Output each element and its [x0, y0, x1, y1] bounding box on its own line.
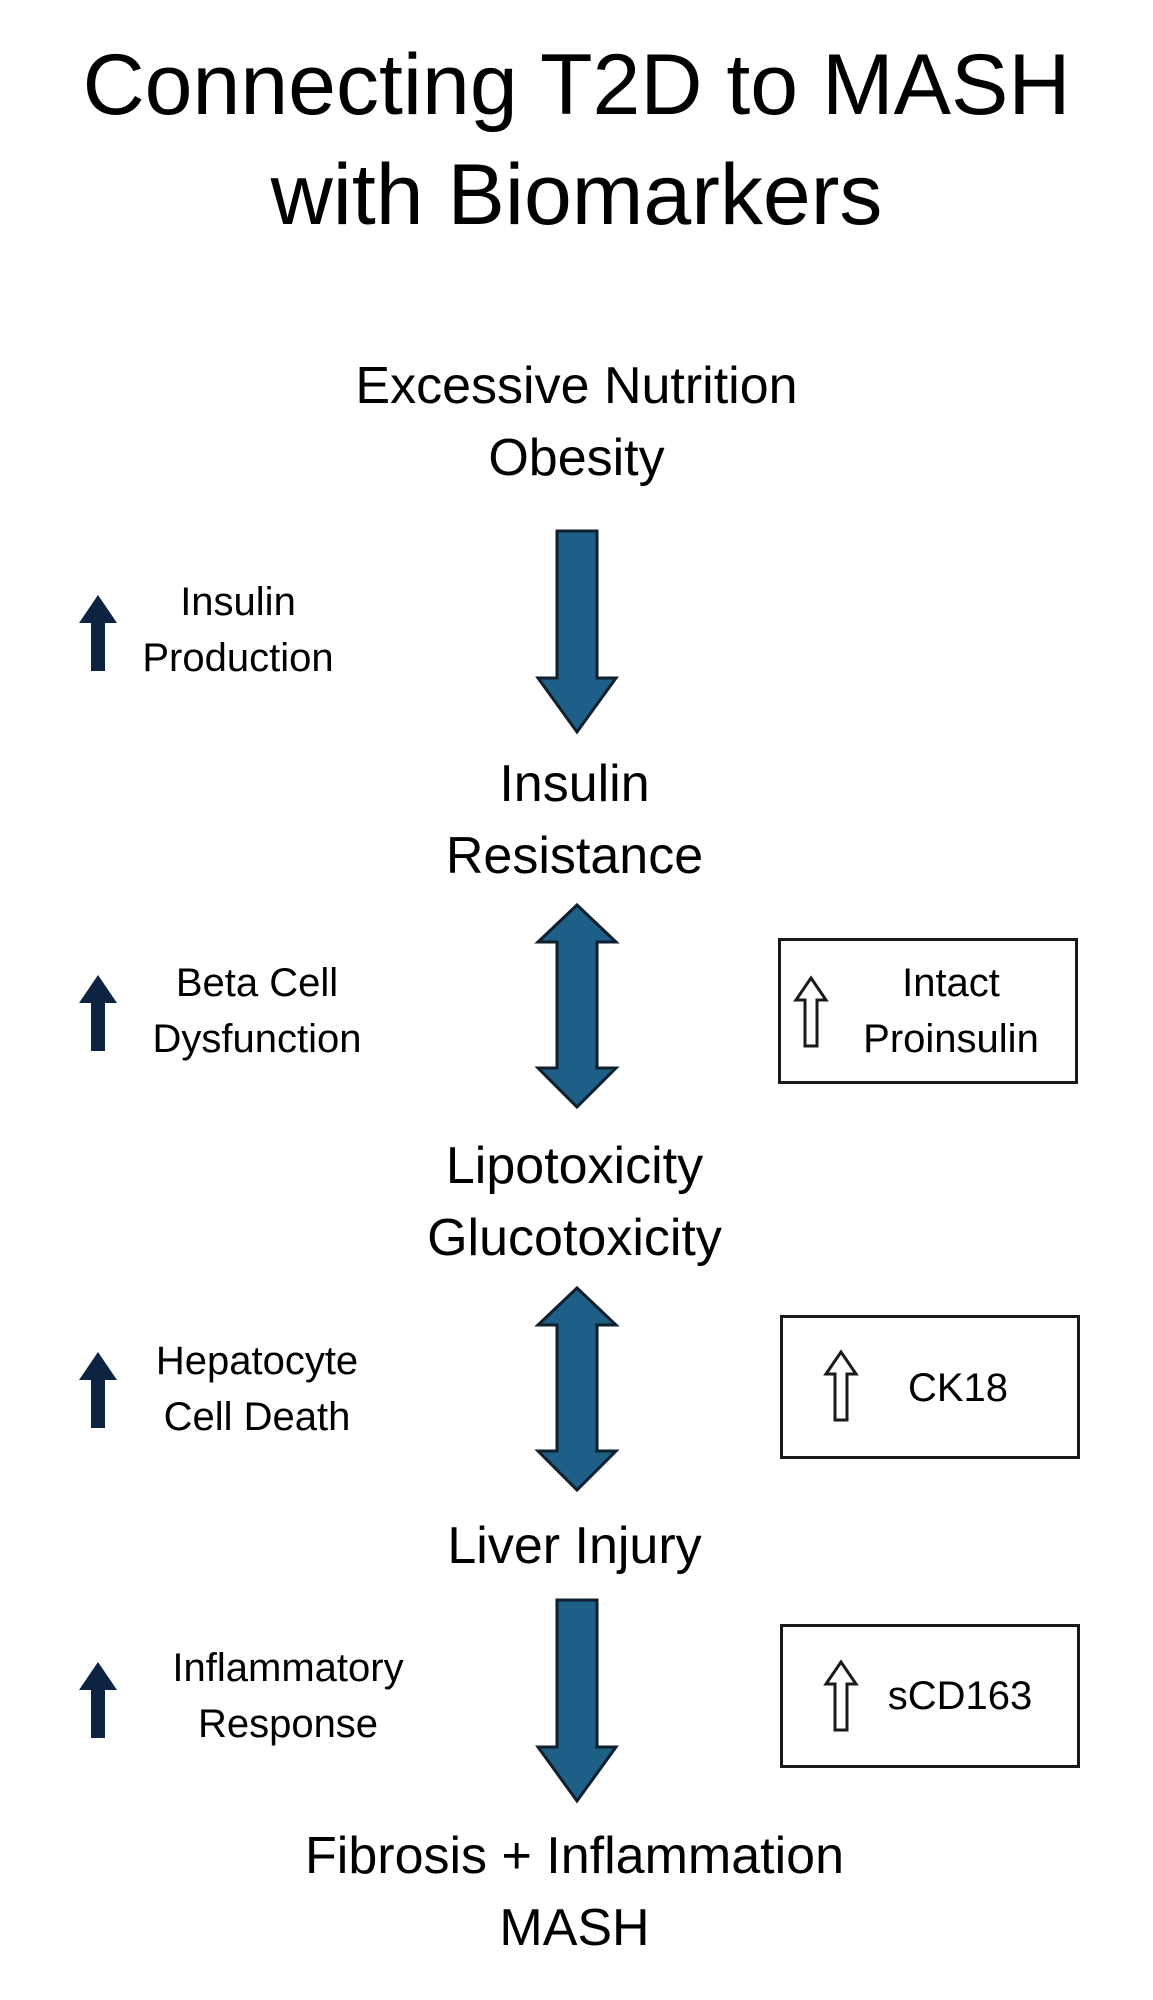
process-line: Dysfunction [152, 1017, 362, 1061]
process-inflammatory-response: Inflammatory Response [138, 1640, 438, 1752]
stage-line: Liver Injury [447, 1517, 702, 1575]
outline-up-arrow-icon [793, 975, 829, 1048]
biomarker-line: CK18 [907, 1366, 1009, 1410]
page-title: Connecting T2D to MASH with Biomarkers [0, 30, 1153, 250]
stage-line: Obesity [488, 429, 665, 487]
stage-line: Insulin [499, 755, 650, 813]
double-arrow-icon [534, 1285, 620, 1493]
process-line: Response [197, 1702, 379, 1746]
process-line: Beta Cell [175, 961, 339, 1005]
stage-excessive-nutrition: Excessive Nutrition Obesity [0, 350, 1153, 494]
up-arrow-icon [79, 1662, 117, 1738]
biomarker-ck18: CK18 [878, 1360, 1038, 1416]
stage-line: Resistance [445, 827, 704, 885]
biomarker-box-scd163 [780, 1624, 1080, 1768]
title-line-2: with Biomarkers [270, 147, 883, 243]
stage-line: Lipotoxicity [445, 1137, 704, 1195]
biomarker-box-ck18 [780, 1315, 1080, 1459]
title-line-1: Connecting T2D to MASH [82, 37, 1071, 133]
process-line: Hepatocyte [155, 1339, 359, 1383]
down-arrow-icon [535, 529, 619, 735]
process-hepatocyte-cell-death: Hepatocyte Cell Death [122, 1333, 392, 1445]
stage-insulin-resistance: Insulin Resistance [0, 748, 1151, 892]
down-arrow-icon [535, 1598, 619, 1804]
biomarker-line: Intact [902, 961, 1000, 1005]
biomarker-box-intact-proinsulin [778, 938, 1078, 1084]
stage-line: Glucotoxicity [427, 1209, 722, 1267]
biomarker-line: Proinsulin [863, 1017, 1039, 1061]
process-line: Insulin [180, 580, 296, 624]
stage-lipotoxicity: Lipotoxicity Glucotoxicity [0, 1130, 1151, 1274]
process-insulin-production: Insulin Production [118, 574, 358, 686]
stage-line: MASH [499, 1899, 650, 1957]
process-line: Production [142, 636, 334, 680]
outline-up-arrow-icon [823, 1349, 859, 1422]
outline-up-arrow-icon [823, 1659, 859, 1732]
up-arrow-icon [79, 1352, 117, 1428]
stage-line: Excessive Nutrition [355, 357, 798, 415]
biomarker-intact-proinsulin: Intact Proinsulin [836, 955, 1066, 1067]
up-arrow-icon [79, 595, 117, 671]
stage-liver-injury: Liver Injury [0, 1510, 1151, 1582]
stage-line: Fibrosis + Inflammation [305, 1827, 844, 1885]
process-beta-cell-dysfunction: Beta Cell Dysfunction [122, 955, 392, 1067]
biomarker-scd163: sCD163 [870, 1668, 1050, 1724]
process-line: Inflammatory [172, 1646, 404, 1690]
up-arrow-icon [79, 975, 117, 1051]
stage-mash: Fibrosis + Inflammation MASH [0, 1820, 1151, 1964]
process-line: Cell Death [163, 1395, 351, 1439]
biomarker-line: sCD163 [887, 1674, 1033, 1718]
double-arrow-icon [534, 902, 620, 1110]
